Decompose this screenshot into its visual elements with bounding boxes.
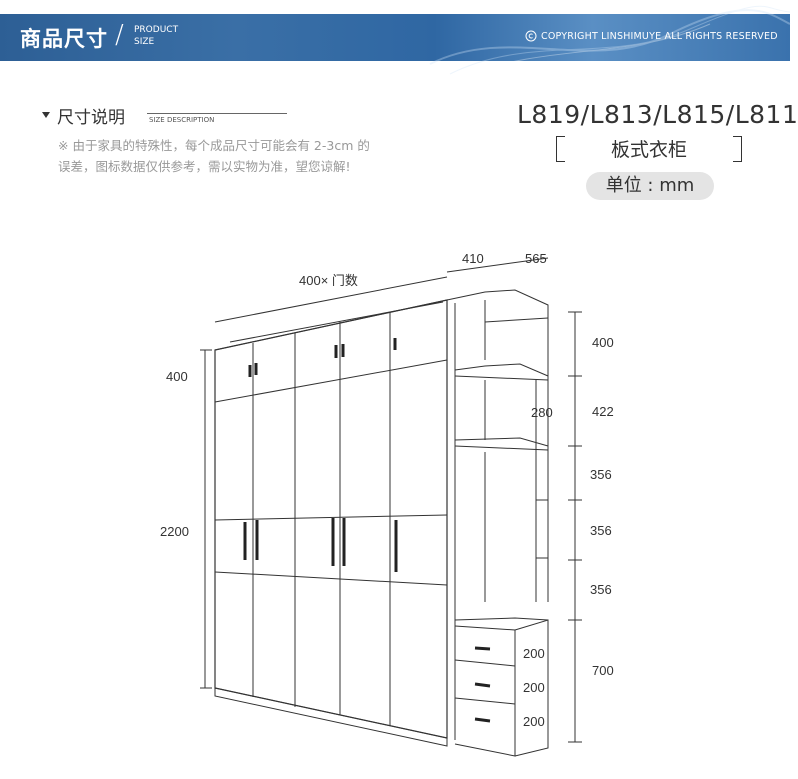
unit-badge: 单位 : mm (586, 172, 714, 200)
total-height-label: 2200 (160, 524, 189, 539)
wardrobe-outline (200, 257, 582, 757)
header-slash: / (115, 20, 124, 50)
header-title: 商品尺寸 (20, 27, 108, 51)
triangle-bullet-icon (42, 112, 50, 118)
header-subtitle-line1: PRODUCT (134, 25, 179, 35)
copyright-icon (525, 30, 537, 42)
heading-underline (147, 113, 287, 114)
drawer-height-3: 200 (523, 714, 545, 729)
header-banner: 商品尺寸 / PRODUCT SIZE COPYRIGHT LINSHIMUYE… (0, 5, 791, 75)
bracket-right (733, 136, 742, 162)
side-depth-label: 410 (462, 251, 484, 266)
inner-depth-label: 280 (531, 405, 553, 420)
bracket-left (556, 136, 565, 162)
top-height-label: 400 (166, 369, 188, 384)
right-height-2: 422 (592, 404, 614, 419)
header-subtitle: PRODUCT SIZE (134, 24, 178, 48)
drawer-height-2: 200 (523, 680, 545, 695)
right-height-4: 356 (590, 523, 612, 538)
right-height-6: 700 (592, 663, 614, 678)
door-handles (243, 338, 491, 723)
size-note: ※ 由于家具的特殊性，每个成品尺寸可能会有 2-3cm 的 误差，图标数据仅供参… (58, 135, 428, 177)
copyright-text: COPYRIGHT LINSHIMUYE ALL RIGHTS RESERVED (541, 31, 778, 42)
depth-label: 565 (525, 251, 547, 266)
product-kind-label: 板式衣柜 (610, 139, 687, 161)
right-height-1: 400 (592, 335, 614, 350)
decorative-wave (429, 5, 791, 75)
right-height-5: 356 (590, 582, 612, 597)
product-kind: 板式衣柜 (556, 136, 742, 162)
header-subtitle-line2: SIZE (134, 37, 155, 47)
size-note-line1: ※ 由于家具的特殊性，每个成品尺寸可能会有 2-3cm 的 (58, 138, 370, 153)
width-label: 400× 门数 (299, 273, 358, 288)
size-description-title: 尺寸说明 (57, 108, 125, 128)
size-note-line2: 误差，图标数据仅供参考，需以实物为准，望您谅解! (58, 159, 351, 174)
size-description-title-en: SIZE DESCRIPTION (149, 116, 215, 124)
model-numbers: L819/L813/L815/L811 (517, 100, 798, 129)
right-height-3: 356 (590, 467, 612, 482)
drawer-height-1: 200 (523, 646, 545, 661)
